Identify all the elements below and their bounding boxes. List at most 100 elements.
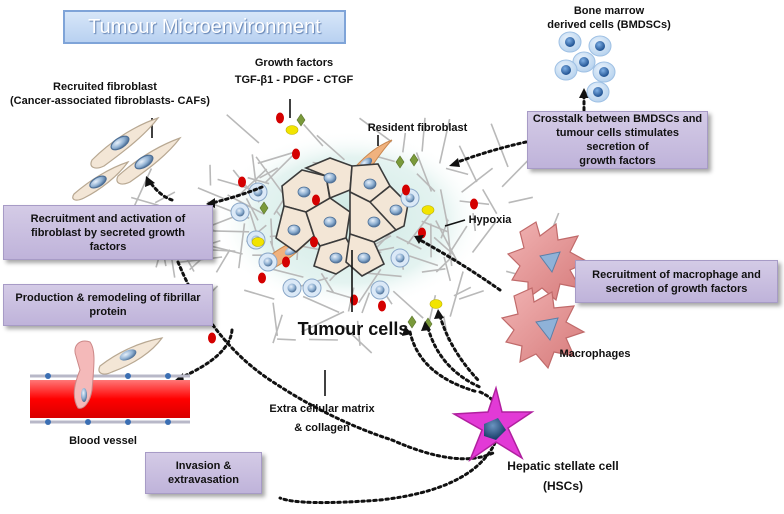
growth-factor-red: [282, 256, 290, 268]
bmdsc-nucleus: [595, 41, 605, 51]
collagen-fiber: [245, 198, 259, 221]
growth-factor-yellow: [251, 237, 265, 247]
arrowhead: [421, 321, 431, 331]
macrophages: [500, 221, 590, 370]
growth-factor-red: [238, 176, 246, 188]
collagen-fiber: [208, 230, 250, 233]
hypoxia-label: Hypoxia: [468, 214, 512, 226]
collagen-fiber: [445, 167, 469, 176]
growth-factor-red: [208, 332, 216, 344]
collagen-fiber: [402, 132, 407, 153]
collagen-fiber: [408, 255, 439, 267]
growth-factor-green: [395, 155, 405, 169]
collagen-fiber: [130, 196, 159, 207]
collagen-fiber: [257, 151, 295, 165]
collagen-fiber: [501, 159, 529, 188]
growth-factor-red: [378, 300, 386, 312]
arrow-bmdsc-to-tumour: [453, 140, 528, 165]
growth-factor-green: [409, 153, 419, 167]
collagen-fiber: [359, 117, 393, 143]
collagen-fiber: [302, 295, 340, 314]
collagen-fiber: [238, 168, 268, 196]
ecm-label: Extra cellular matrix& collagen: [269, 403, 375, 434]
bmdsc-nucleus: [561, 65, 571, 75]
recruited-fibroblast-label: Recruited fibroblast(Cancer-associated f…: [10, 81, 210, 107]
collagen-fiber: [421, 117, 426, 152]
collagen-fiber: [440, 219, 449, 239]
collagen-fiber: [421, 220, 448, 233]
collagen-fiber: [301, 310, 345, 333]
hepatic-stellate-cell: [451, 385, 535, 463]
collagen-fiber: [415, 152, 433, 192]
blood-vessel-label: Blood vessel: [69, 435, 137, 447]
growth-factor-red: [470, 198, 478, 210]
collagen-fiber: [247, 176, 270, 185]
invasion-box: Invasion &extravasation: [145, 452, 262, 494]
collagen-fiber: [309, 338, 338, 341]
growth-factor-green: [296, 113, 306, 127]
macrophages-label: Macrophages: [559, 348, 631, 360]
growth-factor-molecules: [208, 112, 478, 344]
arrow-macrophage-to-tumour: [418, 238, 502, 292]
growth-factor-green: [259, 201, 269, 215]
collagen-fiber: [392, 290, 424, 319]
collagen-fiber: [472, 212, 477, 232]
arrowheads: [145, 88, 589, 383]
arrow-hsc-up-3: [438, 314, 480, 382]
growth-factor-red: [310, 236, 318, 248]
growth-factor-red: [292, 148, 300, 160]
cancer-associated-fibroblasts: [72, 116, 182, 201]
collagen-fiber: [361, 292, 371, 314]
tumour-cell-cluster: [275, 157, 409, 277]
arrow-to-vessel: [178, 328, 234, 380]
immune-cell-nucleus: [405, 193, 415, 203]
tumour-cell-nucleus: [287, 224, 301, 236]
collagen-fiber: [272, 302, 279, 337]
arrowhead: [145, 176, 155, 187]
arrow-hsc-up-2: [426, 326, 484, 390]
arrow-hsc-up-1: [408, 330, 480, 394]
arrow-hsc-to-invasion: [278, 390, 502, 505]
collagen-fiber: [458, 290, 484, 300]
hsc-label: Hepatic stellate cell(HSCs): [507, 459, 619, 493]
bmdsc-nucleus: [593, 87, 603, 97]
collagen-fiber: [264, 153, 295, 184]
arrow-box-to-fibroblast: [148, 180, 174, 202]
collagen-fiber: [226, 114, 260, 144]
collagen-fiber: [238, 223, 246, 269]
tumour-cell-nucleus: [323, 216, 337, 228]
tumour-cell-nucleus: [389, 204, 403, 216]
collagen-fiber: [449, 271, 464, 317]
immune-cell-nucleus: [395, 253, 405, 263]
collagen-fiber: [303, 123, 324, 147]
arrows: [148, 94, 586, 505]
collagen-fiber: [215, 249, 231, 273]
tumour-cell-nucleus: [297, 186, 311, 198]
collagen-fiber: [445, 218, 453, 267]
resident-fibroblast-label: Resident fibroblast: [367, 122, 468, 134]
blood-vessel: [30, 337, 190, 425]
tumour-cells-label: Tumour cells: [297, 319, 409, 339]
growth-factor-red: [258, 272, 266, 284]
collagen-fiber: [259, 167, 279, 179]
immune-cell-nucleus: [263, 257, 273, 267]
collagen-fiber: [490, 123, 509, 168]
bmdsc-nucleus: [599, 67, 609, 77]
arrow-fibroblast-to-hsc: [176, 260, 497, 461]
immune-cell-nucleus: [375, 285, 385, 295]
tumour-cell-nucleus: [367, 216, 381, 228]
growth-factor-yellow: [285, 125, 299, 135]
collagen-fiber: [197, 187, 226, 200]
arrowhead: [414, 235, 424, 244]
tumour-cell-nucleus: [363, 178, 377, 190]
bmdsc-nucleus: [565, 37, 575, 47]
arrowhead: [579, 88, 589, 98]
collagen-fiber: [439, 189, 448, 222]
collagen-fiber: [320, 272, 335, 294]
bmdsc-cells: [554, 31, 616, 103]
